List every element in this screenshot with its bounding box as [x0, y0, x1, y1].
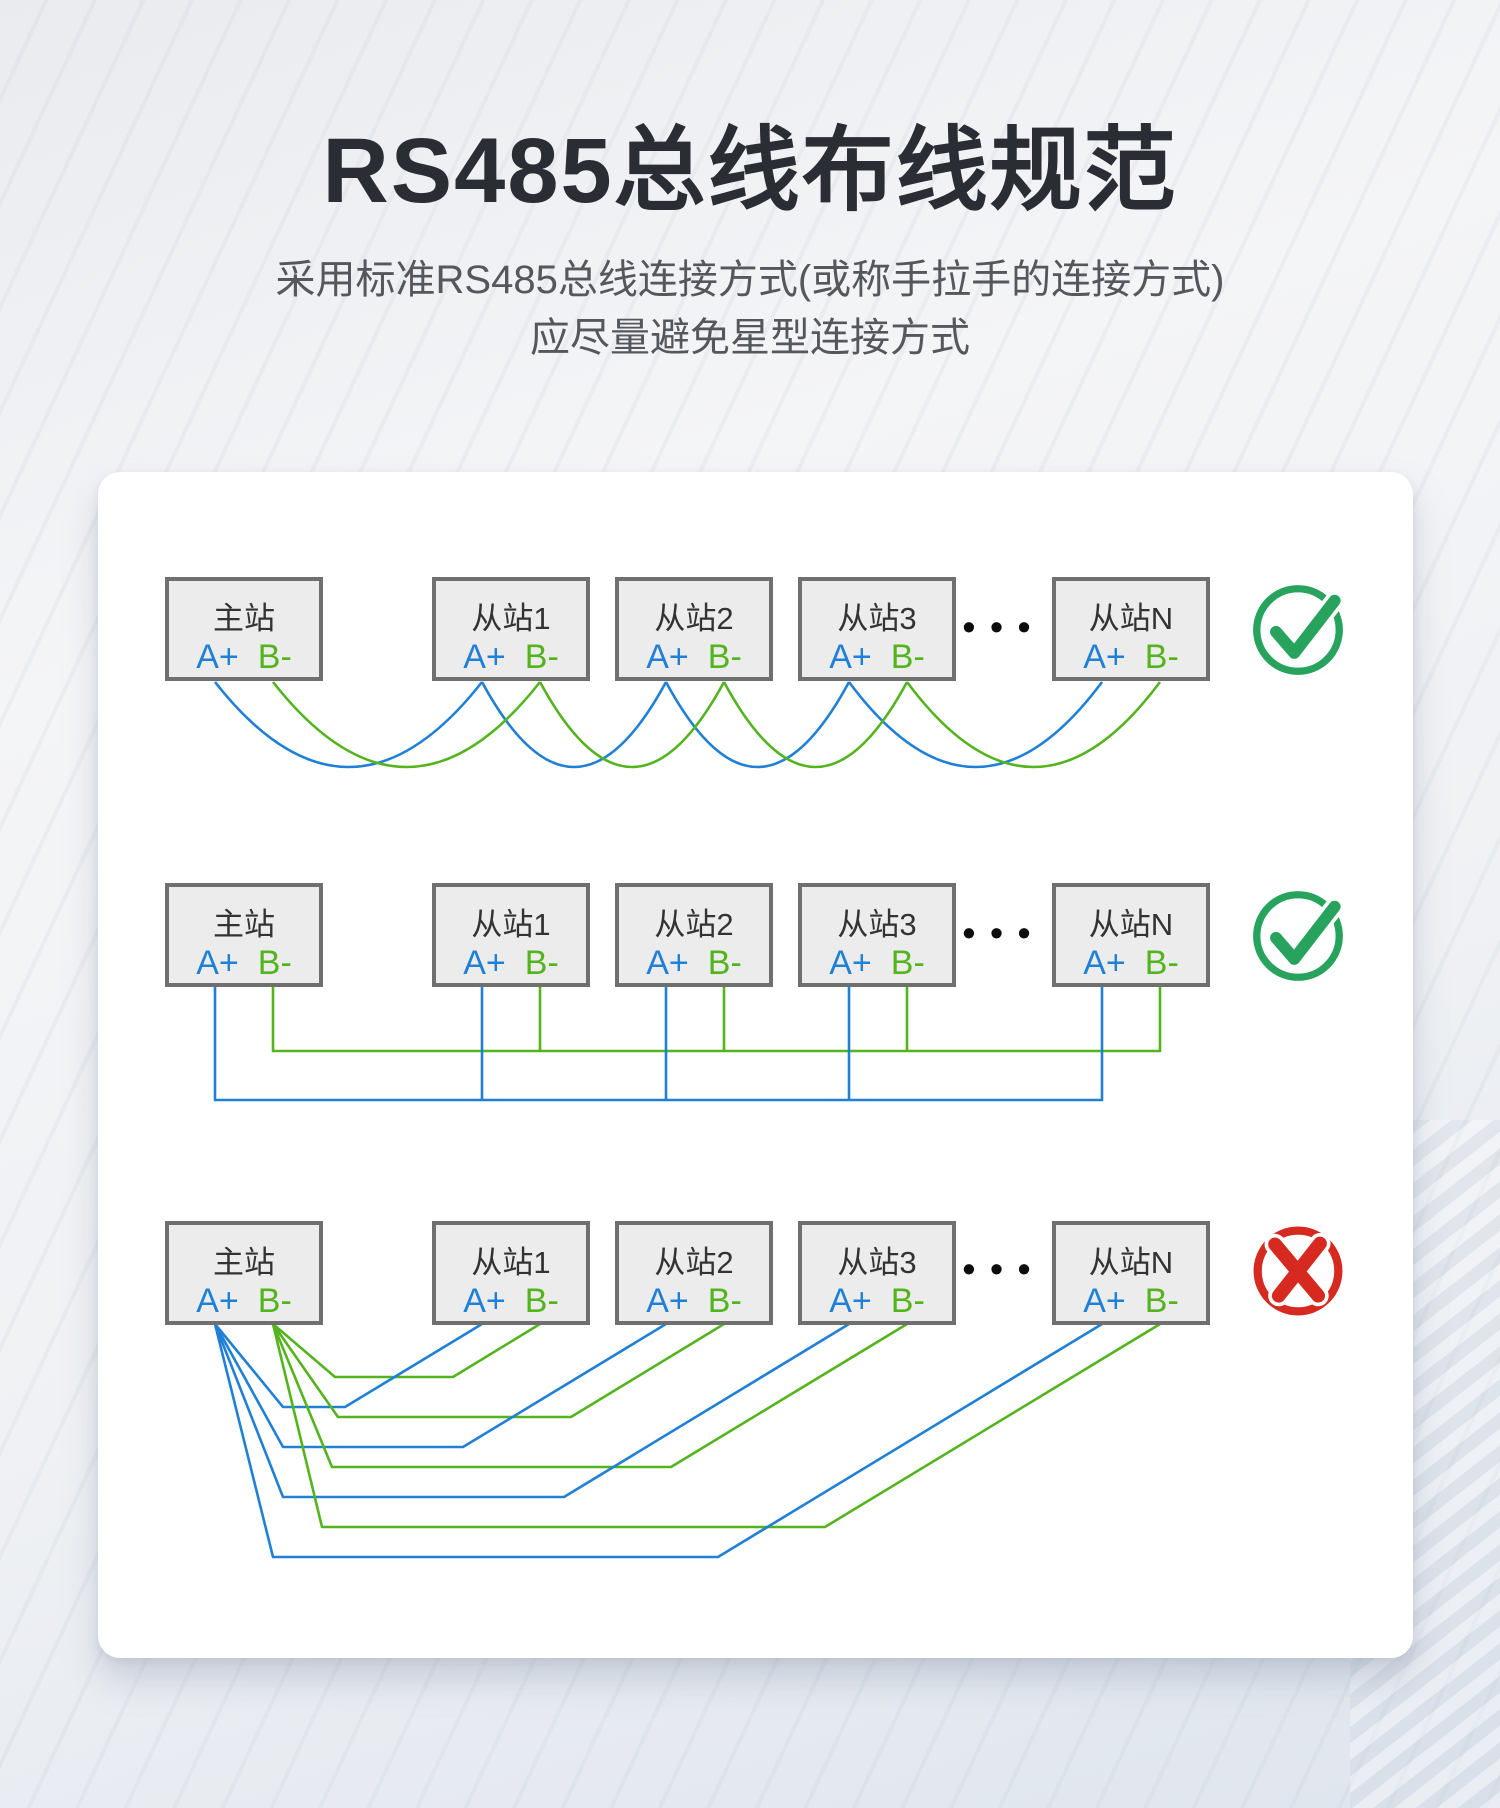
station-label: 从站1 — [471, 907, 551, 942]
station-label: 从站3 — [837, 907, 917, 942]
station-row3-master: 主站 A+ B- — [165, 1221, 323, 1325]
station-label: 从站2 — [654, 907, 734, 942]
terminal-a-plus: A+ — [1083, 638, 1126, 676]
check-circle-icon — [1253, 585, 1345, 675]
wiring-diagram — [213, 681, 1162, 1559]
terminal-a-plus: A+ — [463, 638, 506, 676]
terminal-b-minus: B- — [707, 1282, 742, 1320]
station-row3-slave1: 从站1 A+ B- — [432, 1221, 590, 1325]
terminal-b-minus: B- — [890, 944, 925, 982]
cross-circle-icon — [1253, 1226, 1343, 1316]
station-label: 从站N — [1088, 601, 1174, 636]
row3-star-wires — [213, 1322, 1161, 1559]
terminal-b-minus: B- — [257, 944, 292, 982]
station-label: 从站N — [1088, 907, 1174, 942]
ellipsis-dots: ••• — [962, 606, 1046, 647]
station-row3-slave2: 从站2 A+ B- — [615, 1221, 773, 1325]
station-label: 从站3 — [837, 1245, 917, 1280]
station-label: 从站2 — [654, 601, 734, 636]
check-circle-icon — [1253, 891, 1345, 981]
subtitle-line-1: 采用标准RS485总线连接方式(或称手拉手的连接方式) — [275, 258, 1225, 302]
terminal-b-minus: B- — [257, 1282, 292, 1320]
terminal-a-plus: A+ — [463, 1282, 506, 1320]
terminal-a-plus: A+ — [463, 944, 506, 982]
station-label: 从站1 — [471, 1245, 551, 1280]
diagram-card: 主站 A+ B- 从站1 A+ B- 从站2 A+ B- 从站3 A+ B- 从站N A… — [98, 472, 1413, 1658]
station-label: 主站 — [213, 1245, 275, 1280]
page-title: RS485总线布线规范 — [322, 120, 1178, 222]
station-label: 从站2 — [654, 1245, 734, 1280]
station-row3-slaveN: 从站N A+ B- — [1052, 1221, 1210, 1325]
row2-bus-wires — [213, 987, 1162, 1102]
terminal-b-minus: B- — [890, 1282, 925, 1320]
terminal-a-plus: A+ — [1083, 1282, 1126, 1320]
terminal-b-minus: B- — [524, 944, 559, 982]
station-row2-slave3: 从站3 A+ B- — [798, 883, 956, 987]
terminal-b-minus: B- — [524, 638, 559, 676]
terminal-a-plus: A+ — [196, 1282, 239, 1320]
station-row1-slaveN: 从站N A+ B- — [1052, 577, 1210, 681]
subtitle-line-2: 应尽量避免星型连接方式 — [530, 316, 970, 360]
terminal-a-plus: A+ — [829, 1282, 872, 1320]
station-label: 主站 — [213, 907, 275, 942]
terminal-b-minus: B- — [890, 638, 925, 676]
terminal-b-minus: B- — [257, 638, 292, 676]
terminal-a-plus: A+ — [646, 944, 689, 982]
station-row3-slave3: 从站3 A+ B- — [798, 1221, 956, 1325]
station-row2-master: 主站 A+ B- — [165, 883, 323, 987]
terminal-a-plus: A+ — [829, 638, 872, 676]
station-label: 从站N — [1088, 1245, 1174, 1280]
terminal-b-minus: B- — [1144, 1282, 1179, 1320]
ellipsis-dots: ••• — [962, 912, 1046, 953]
terminal-a-plus: A+ — [646, 638, 689, 676]
station-label: 从站1 — [471, 601, 551, 636]
terminal-a-plus: A+ — [829, 944, 872, 982]
station-row1-slave1: 从站1 A+ B- — [432, 577, 590, 681]
terminal-b-minus: B- — [1144, 944, 1179, 982]
ellipsis-dots: ••• — [962, 1248, 1046, 1289]
station-label: 主站 — [213, 601, 275, 636]
terminal-a-plus: A+ — [196, 638, 239, 676]
terminal-b-minus: B- — [524, 1282, 559, 1320]
terminal-a-plus: A+ — [196, 944, 239, 982]
terminal-a-plus: A+ — [646, 1282, 689, 1320]
row1-daisy-chain-wires — [213, 681, 1162, 769]
station-row2-slave1: 从站1 A+ B- — [432, 883, 590, 987]
station-row1-slave3: 从站3 A+ B- — [798, 577, 956, 681]
station-row1-slave2: 从站2 A+ B- — [615, 577, 773, 681]
terminal-b-minus: B- — [707, 638, 742, 676]
terminal-a-plus: A+ — [1083, 944, 1126, 982]
header: RS485总线布线规范 采用标准RS485总线连接方式(或称手拉手的连接方式) … — [0, 0, 1500, 367]
terminal-b-minus: B- — [1144, 638, 1179, 676]
station-row2-slave2: 从站2 A+ B- — [615, 883, 773, 987]
terminal-b-minus: B- — [707, 944, 742, 982]
station-row1-master: 主站 A+ B- — [165, 577, 323, 681]
station-row2-slaveN: 从站N A+ B- — [1052, 883, 1210, 987]
station-label: 从站3 — [837, 601, 917, 636]
